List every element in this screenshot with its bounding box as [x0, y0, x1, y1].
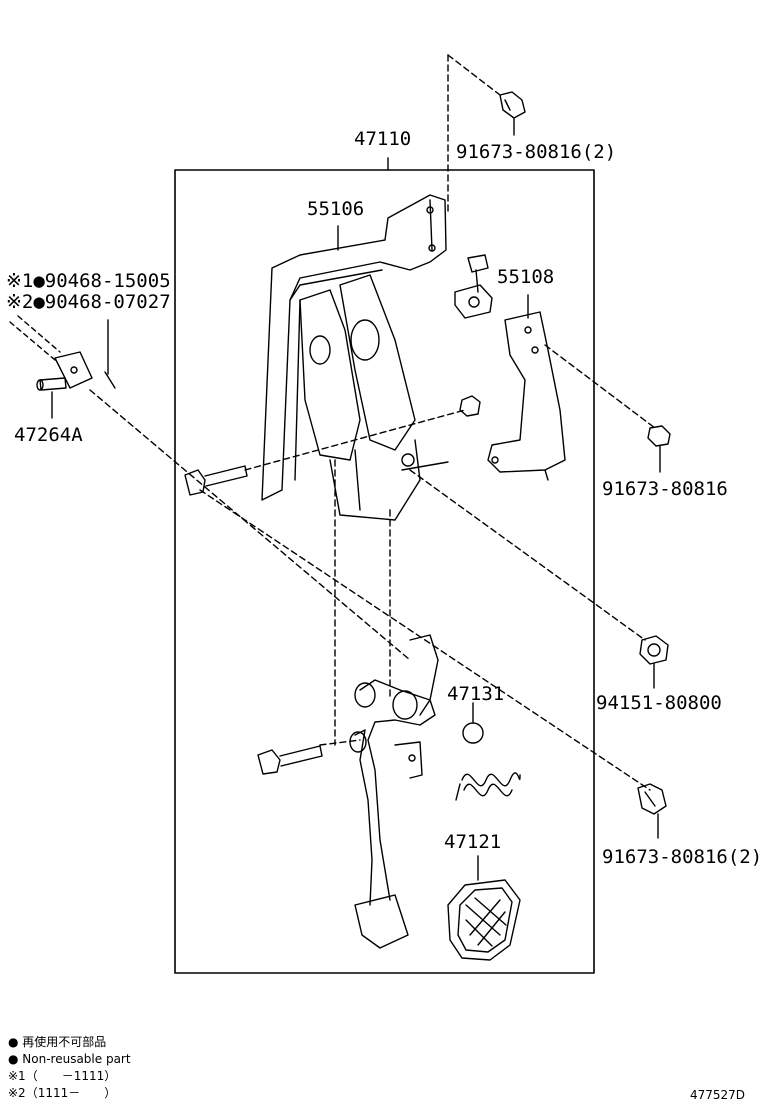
legend-line-3: ※1（ －1111） — [8, 1069, 117, 1083]
bracket-55108 — [487, 294, 566, 481]
label-55108: 55108 — [497, 266, 555, 288]
pedal-arm — [349, 634, 439, 949]
pedal-pad-47121 — [447, 855, 521, 961]
label-47264A: 47264A — [14, 424, 83, 446]
label-55106: 55106 — [307, 198, 365, 220]
label-90468-07027: ※2●90468-07027 — [6, 291, 171, 313]
label-47131: 47131 — [447, 683, 505, 705]
stopper-47131 — [462, 702, 484, 744]
label-47121: 47121 — [444, 831, 502, 853]
label-91673-bot: 91673-80816(2) — [602, 846, 760, 868]
legend-line-1: ● 再使用不可部品 — [8, 1035, 107, 1049]
label-47110: 47110 — [354, 128, 412, 150]
bolt-lower — [257, 745, 323, 775]
diagram-id: 477527D — [690, 1088, 746, 1102]
bolt-91673-bot — [637, 783, 667, 839]
label-90468-15005: ※1●90468-15005 — [6, 270, 171, 292]
label-91673-top: 91673-80816(2) — [456, 141, 617, 163]
dash-guides — [89, 344, 656, 791]
label-94151: 94151-80800 — [596, 692, 722, 714]
legend-line-4: ※2（1111－ ） — [8, 1086, 117, 1100]
nut-upper — [459, 395, 481, 417]
bracket-55106 — [261, 194, 449, 521]
assembly-frame — [174, 169, 595, 974]
pin-47264A — [9, 315, 116, 419]
return-spring — [455, 772, 521, 801]
bolt-and-nut — [454, 254, 493, 319]
bolt-upper — [184, 409, 466, 496]
nut-94151 — [639, 635, 669, 689]
legend-line-2: ● Non-reusable part — [8, 1052, 131, 1066]
bolt-91673-mid — [647, 425, 671, 473]
label-91673-mid: 91673-80816 — [602, 478, 728, 500]
bolt-91673-top — [447, 54, 526, 216]
